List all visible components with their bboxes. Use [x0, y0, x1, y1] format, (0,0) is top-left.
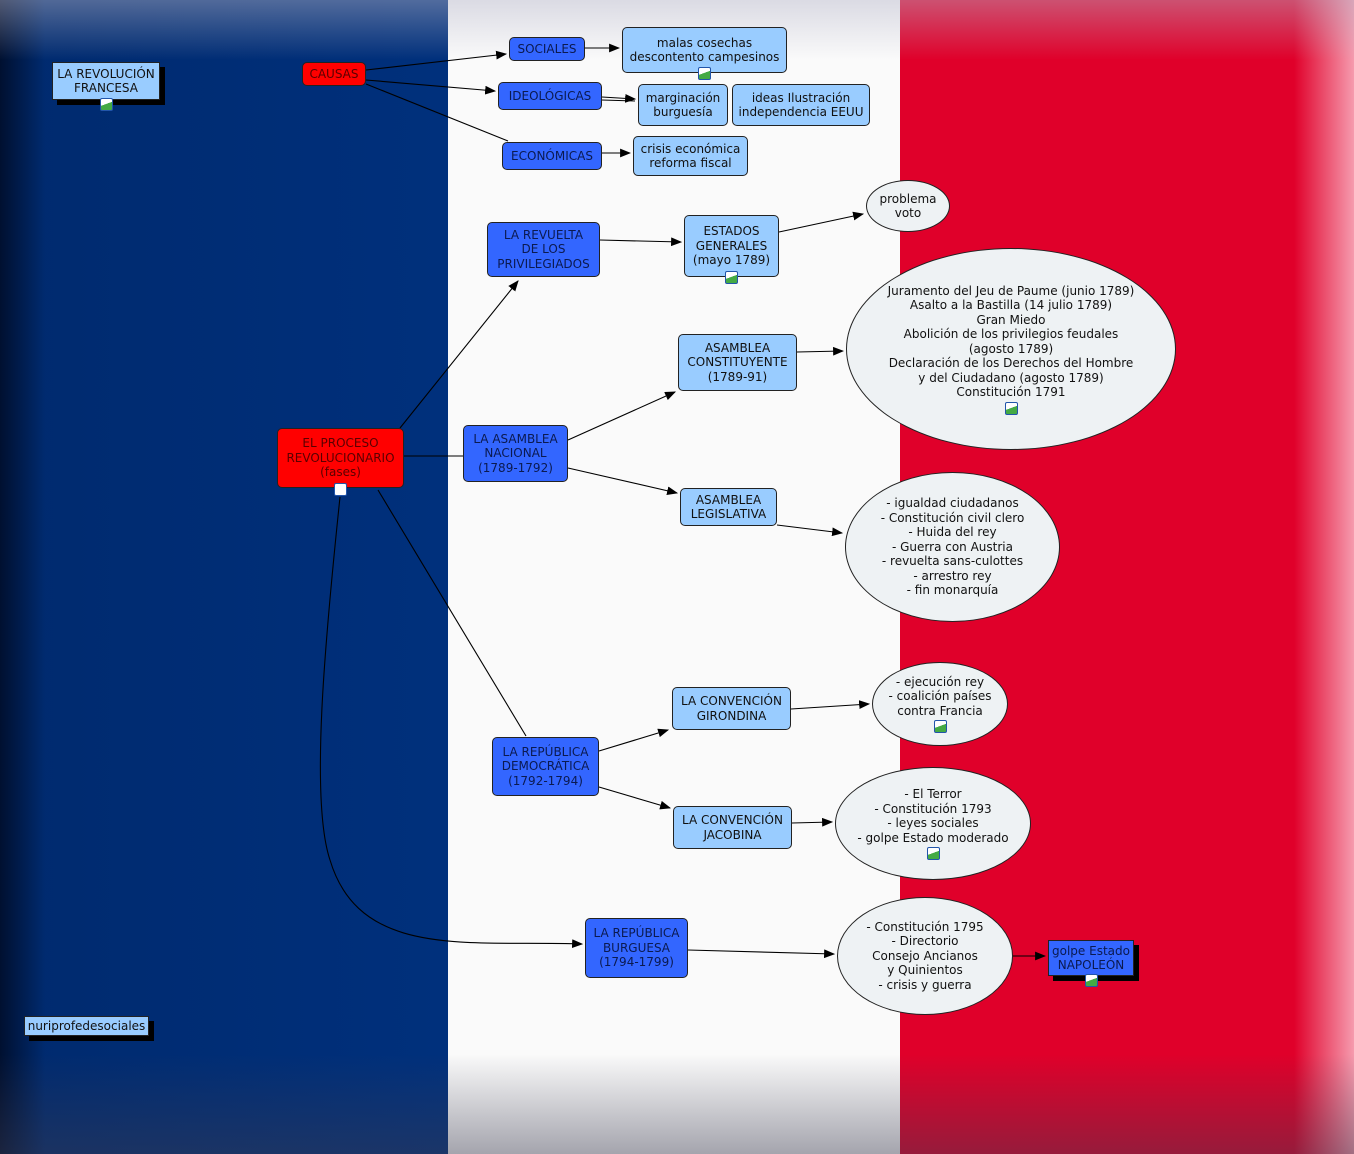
- link-causas-economicas: [365, 83, 509, 142]
- image-icon[interactable]: [1084, 974, 1098, 987]
- node-ideologicas[interactable]: IDEOLÓGICAS: [498, 82, 602, 110]
- link-constituyente-detalle: [796, 346, 845, 356]
- node-republica-democratica[interactable]: LA REPÚBLICA DEMOCRÁTICA (1792-1794): [492, 737, 599, 796]
- link-causas-ideologicas: [365, 79, 497, 95]
- link-ideologicas-marginacion: [601, 94, 637, 103]
- link-democratica-girondina: [598, 728, 670, 752]
- credit-label: nuriprofedesociales: [24, 1016, 149, 1036]
- map-title: LA REVOLUCIÓN FRANCESA: [57, 66, 155, 96]
- link-jacobina-detalle: [791, 817, 834, 827]
- node-girondina-detalle[interactable]: - ejecución rey - coalición países contr…: [872, 662, 1008, 746]
- vignette-right: [1294, 0, 1354, 1154]
- link-estados-problema: [778, 211, 865, 233]
- image-icon[interactable]: [926, 847, 940, 860]
- node-text: malas cosechas descontento campesinos: [629, 35, 780, 65]
- node-text: EL PROCESO REVOLUCIONARIO (fases): [286, 436, 395, 480]
- map-title-node[interactable]: LA REVOLUCIÓN FRANCESA: [52, 62, 160, 111]
- node-jacobina-detalle[interactable]: - El Terror - Constitución 1793 - leyes …: [835, 767, 1031, 880]
- node-text: ESTADOS GENERALES (mayo 1789): [692, 224, 771, 268]
- image-icon[interactable]: [698, 67, 711, 80]
- node-malas-cosechas[interactable]: malas cosechas descontento campesinos: [622, 27, 787, 80]
- link-proceso-burguesa: [319, 496, 584, 949]
- link-ideologicas-ideas: [601, 99, 636, 102]
- node-problema-voto[interactable]: problema voto: [866, 180, 950, 232]
- link-proceso-revuelta: [399, 280, 519, 429]
- node-legislativa-detalle[interactable]: - igualdad ciudadanos - Constitución civ…: [845, 472, 1060, 622]
- node-burguesa-detalle[interactable]: - Constitución 1795 - Directorio Consejo…: [837, 897, 1013, 1015]
- link-girondina-detalle: [790, 700, 871, 710]
- image-icon[interactable]: [933, 720, 947, 734]
- node-text: golpe Estado NAPOLEÓN: [1052, 944, 1130, 972]
- link-causas-sociales: [365, 50, 508, 71]
- node-republica-burguesa[interactable]: LA REPÚBLICA BURGUESA (1794-1799): [585, 918, 688, 978]
- link-proceso-democratica: [377, 489, 527, 737]
- link-revuelta-estados: [599, 237, 683, 247]
- link-legislativa-detalle: [776, 524, 844, 537]
- link-nacional-constituyente: [567, 391, 677, 441]
- vignette-left: [0, 0, 45, 1154]
- node-text: - ejecución rey - coalición países contr…: [888, 674, 992, 718]
- link-nacional-legislativa: [567, 467, 679, 496]
- node-estados-generales[interactable]: ESTADOS GENERALES (mayo 1789): [684, 215, 779, 284]
- node-causas[interactable]: CAUSAS: [302, 62, 366, 86]
- node-asamblea-nacional[interactable]: LA ASAMBLEA NACIONAL (1789-1792): [463, 425, 568, 482]
- node-constituyente-detalle[interactable]: Juramento del Jeu de Paume (junio 1789) …: [846, 248, 1176, 450]
- image-icon[interactable]: [725, 271, 738, 284]
- image-icon[interactable]: [1004, 401, 1018, 415]
- node-ideas[interactable]: ideas Ilustración independencia EEUU: [732, 84, 870, 126]
- node-text: - El Terror - Constitución 1793 - leyes …: [857, 787, 1009, 845]
- node-napoleon[interactable]: golpe Estado NAPOLEÓN: [1048, 940, 1134, 987]
- node-revuelta[interactable]: LA REVUELTA DE LOS PRIVILEGIADOS: [487, 222, 600, 277]
- node-girondina[interactable]: LA CONVENCIÓN GIRONDINA: [672, 687, 791, 730]
- link-democratica-jacobina: [598, 786, 672, 810]
- link-burguesa-detalle: [687, 949, 836, 959]
- node-crisis[interactable]: crisis económica reforma fiscal: [633, 136, 748, 176]
- node-text: Juramento del Jeu de Paume (junio 1789) …: [887, 283, 1135, 400]
- image-icon[interactable]: [99, 98, 113, 111]
- vignette-bottom: [0, 1054, 1354, 1154]
- node-jacobina[interactable]: LA CONVENCIÓN JACOBINA: [673, 806, 792, 849]
- document-icon[interactable]: [334, 483, 347, 496]
- node-proceso[interactable]: EL PROCESO REVOLUCIONARIO (fases): [277, 428, 404, 496]
- node-constituyente[interactable]: ASAMBLEA CONSTITUYENTE (1789-91): [678, 334, 797, 391]
- node-marginacion[interactable]: marginación burguesía: [638, 84, 728, 126]
- node-sociales[interactable]: SOCIALES: [509, 37, 585, 61]
- node-legislativa[interactable]: ASAMBLEA LEGISLATIVA: [680, 488, 777, 526]
- node-economicas[interactable]: ECONÓMICAS: [502, 142, 602, 170]
